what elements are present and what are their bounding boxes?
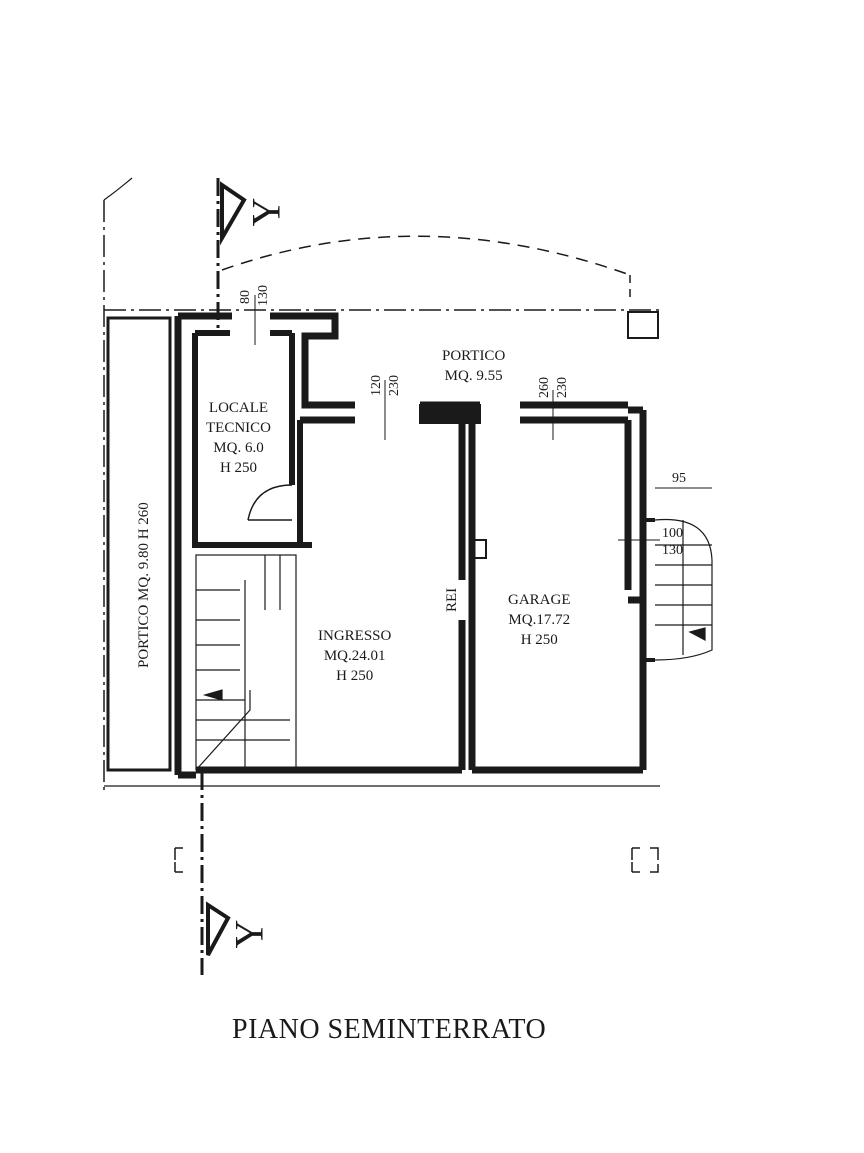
section-marker-top: Y (243, 197, 289, 227)
dim-tech-window-a: 80 (238, 290, 253, 304)
column-top-center (419, 404, 481, 424)
wall-ingresso-garage (300, 416, 643, 770)
plan-title: PIANO SEMINTERRATO (232, 1014, 547, 1045)
dim-right-window-a: 95 (672, 471, 686, 486)
room-locale-tecnico: LOCALE TECNICO MQ. 6.0 H 250 (206, 398, 271, 478)
room-name: PORTICO (442, 348, 506, 364)
room-area: MQ.24.01 (323, 648, 386, 664)
column-right (627, 311, 659, 339)
dim-right-window-c: 130 (662, 543, 683, 558)
room-portico-left: PORTICO MQ. 9.80 H 260 (136, 502, 152, 668)
staircase-right (640, 518, 713, 662)
room-height: H 250 (219, 460, 258, 476)
room-height: H 250 (336, 668, 374, 684)
door-swing-tecnico (247, 484, 293, 521)
room-height: H 250 (520, 632, 558, 648)
staircase-left (195, 554, 297, 771)
room-area: MQ. 6.0 (213, 440, 264, 456)
door-jamb-small (469, 539, 487, 559)
room-name: GARAGE (508, 592, 571, 608)
room-garage: GARAGE MQ.17.72 H 250 (508, 590, 571, 650)
room-area: MQ. 9.55 (444, 368, 503, 384)
room-name-line2: TECNICO (206, 420, 271, 436)
room-name: INGRESSO (318, 628, 392, 644)
door-rei-label: REI (444, 587, 460, 612)
room-name-line1: LOCALE (208, 400, 269, 416)
pillar-marker-right (631, 847, 659, 873)
boundary-corner (103, 177, 133, 201)
dim-tech-window-b: 130 (256, 285, 271, 306)
dim-right-window-b: 100 (662, 526, 683, 541)
section-marker-bottom: Y (226, 919, 272, 949)
left-portico-strip (106, 316, 172, 772)
section-arrow-top (220, 181, 247, 246)
room-ingresso: INGRESSO MQ.24.01 H 250 (318, 626, 391, 686)
pillar-marker-left (174, 847, 183, 873)
dim-garage-window-b: 230 (555, 377, 570, 398)
upper-arc-dashed (221, 235, 631, 276)
room-area: MQ.17.72 (508, 612, 571, 628)
room-portico-top: PORTICO MQ. 9.55 (442, 346, 505, 386)
dim-ingresso-window-b: 230 (387, 375, 402, 396)
wall-locale-tecnico (192, 330, 312, 548)
dim-ingresso-window-a: 120 (369, 375, 384, 396)
dim-garage-window-a: 260 (537, 377, 552, 398)
section-arrow-bottom (206, 901, 231, 956)
